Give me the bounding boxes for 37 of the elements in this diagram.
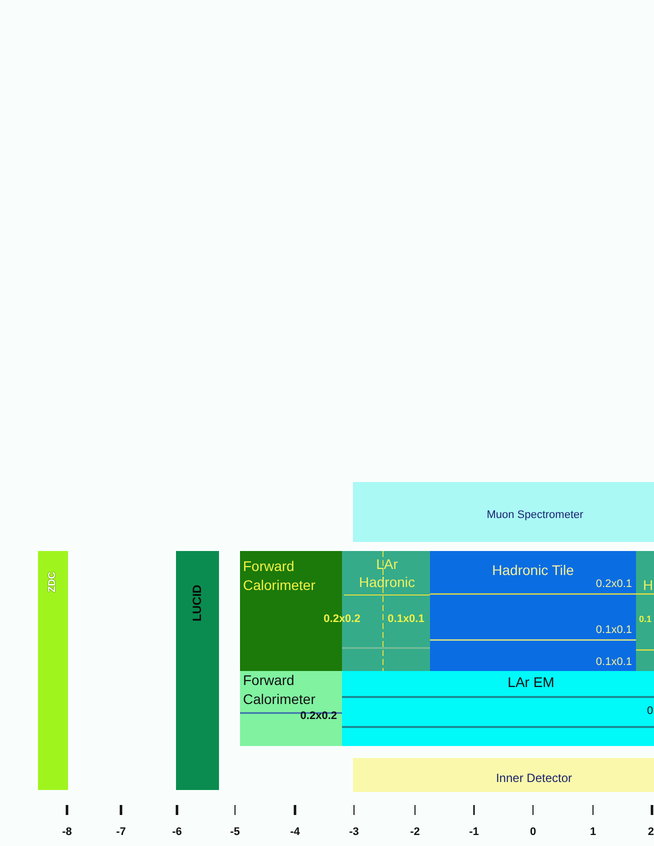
region-label: LAr EM	[508, 674, 554, 690]
region-label: ZDC	[47, 572, 59, 592]
tick-label: 1	[590, 826, 596, 838]
tick-label: -2	[410, 826, 420, 838]
tick-label: -1	[469, 826, 479, 838]
region-label: Forward Calorimeter	[243, 671, 316, 709]
calorimeter-block	[636, 551, 654, 671]
detector-band	[353, 482, 654, 542]
tick-label: -5	[230, 826, 240, 838]
detector-band	[353, 758, 654, 792]
granularity-label: 0.1x0.1	[596, 656, 632, 668]
calorimeter-block	[240, 671, 342, 746]
region-label: LUCID	[190, 584, 204, 622]
tick-label: 2	[648, 826, 654, 838]
region-label: Hadronic Tile	[492, 562, 574, 578]
calorimeter-block	[342, 671, 654, 746]
calorimeter-block	[430, 551, 636, 671]
region-label: Muon Spectrometer	[486, 509, 584, 522]
tick-label: -6	[172, 826, 182, 838]
granularity-label: 0	[647, 705, 654, 717]
granularity-label: 0.2x0.2	[300, 710, 337, 722]
granularity-label: 0.1x0.1	[388, 613, 424, 625]
detector-bar	[176, 551, 219, 790]
detector-bar	[38, 551, 68, 790]
region-label: Inner Detector	[496, 771, 572, 785]
granularity-label: 0.1	[639, 614, 652, 624]
region-label: H	[643, 577, 654, 593]
granularity-label: 0.2x0.1	[596, 578, 632, 590]
tick-label: -8	[62, 826, 72, 838]
granularity-label: 0.2x0.2	[324, 613, 360, 625]
tick-label: -4	[290, 826, 300, 838]
granularity-label: 0.1x0.1	[596, 624, 632, 636]
tick-label: -3	[349, 826, 359, 838]
tick-label: -7	[116, 826, 126, 838]
region-label: LAr Hadronic	[359, 555, 415, 591]
region-label: Forward Calorimeter	[243, 557, 316, 595]
tick-label: 0	[530, 826, 536, 838]
